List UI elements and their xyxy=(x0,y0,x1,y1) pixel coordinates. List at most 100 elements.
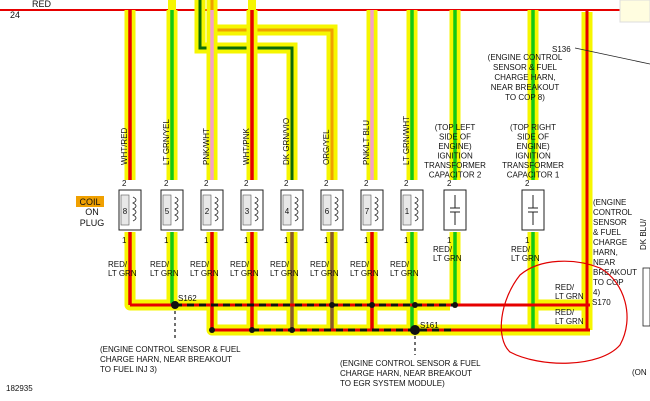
figure-id: 182935 xyxy=(6,384,33,393)
right-wire-label-lower-line: RED/ xyxy=(555,308,575,317)
coil-number-box xyxy=(362,194,372,226)
wire-color-label-5: DK GRN/VIO xyxy=(282,118,291,165)
coil-wire-color-1-line: RED/ xyxy=(390,260,410,269)
right-wire-label-upper-line: LT GRN xyxy=(555,292,584,301)
wire-color-label-2: LT GRN/YEL xyxy=(162,119,171,165)
wire-color-label-4: WHT/PNK xyxy=(242,127,251,165)
splice-s170-desc-line: 4) xyxy=(593,288,600,297)
coil-number-box xyxy=(322,194,332,226)
wire-color-label-6: ORG/YEL xyxy=(322,129,331,165)
splice-s170-desc-line: SENSOR xyxy=(593,218,627,227)
capacitor-title-2-line: TRANSFORMER xyxy=(424,161,486,170)
dkgrn-route xyxy=(198,0,294,180)
coil-wire-color-6-line: RED/ xyxy=(310,260,330,269)
splice-s170-desc-line: CONTROL xyxy=(593,208,633,217)
splice-dot xyxy=(412,302,418,308)
splice-dot xyxy=(289,327,295,333)
coil-wire-color-4-line: RED/ xyxy=(270,260,290,269)
splice-s170-desc-line: & FUEL xyxy=(593,228,622,237)
cap-wire-color-1-line: LT GRN xyxy=(511,254,540,263)
coil-winding-icon xyxy=(414,196,419,222)
coil-pin-bottom-4: 1 xyxy=(284,236,289,245)
splice-s161-desc-line: TO EGR SYSTEM MODULE) xyxy=(340,379,445,388)
right-edge-bottom-text: (ON xyxy=(632,368,647,377)
coil-wire-color-3-line: RED/ xyxy=(230,260,250,269)
plug-label: PLUG xyxy=(80,218,105,228)
cap-wire-color-1-line: RED/ xyxy=(511,245,531,254)
splice-s170-desc-line: CHARGE xyxy=(593,238,627,247)
coil-number-7: 7 xyxy=(365,207,370,216)
corner-note xyxy=(619,0,650,23)
coil-number-box xyxy=(162,194,172,226)
page-number: 24 xyxy=(10,10,20,20)
capacitor-connector-2 xyxy=(443,189,467,231)
coil-wire-color-4: RED/LT GRN xyxy=(270,260,299,278)
coil-number-8: 8 xyxy=(123,207,128,216)
splice-s170-desc-line: NEAR xyxy=(593,258,615,267)
splice-s170-desc-line: TO COP xyxy=(593,278,624,287)
capacitor-title-1-line: (TOP RIGHT xyxy=(510,123,556,132)
coil-number-4: 4 xyxy=(285,207,290,216)
coil-number-box xyxy=(202,194,212,226)
coil-number-box xyxy=(402,194,412,226)
coil-winding-icon xyxy=(132,196,137,222)
wire-color-label-8: LT GRN/WHT xyxy=(402,116,411,165)
coil-wire-color-4-line: LT GRN xyxy=(270,269,299,278)
on-label: ON xyxy=(85,207,99,217)
coil-wire-color-3-line: LT GRN xyxy=(230,269,259,278)
right-wire-label-lower: RED/LT GRN xyxy=(555,308,584,326)
splice-s136-desc-line: TO COP 8) xyxy=(505,93,545,102)
coil-wire-color-3: RED/LT GRN xyxy=(230,260,259,278)
splice-s136-desc-line: SENSOR & FUEL xyxy=(493,63,558,72)
red-annotation-circle xyxy=(500,260,628,364)
coil-number-5: 5 xyxy=(165,207,170,216)
coil-pin-bottom-5: 1 xyxy=(164,236,169,245)
s136-leader xyxy=(574,47,650,65)
splice-dot xyxy=(329,302,335,308)
right-wire-label-upper-line: RED/ xyxy=(555,283,575,292)
coil-label-highlight xyxy=(76,196,104,207)
capacitor-icon xyxy=(450,195,460,225)
coil-pin-top-2: 2 xyxy=(204,179,209,188)
coil-wire-color-7-line: LT GRN xyxy=(350,269,379,278)
coil-wire-color-5-line: LT GRN xyxy=(150,269,179,278)
right-wire-label-upper: RED/LT GRN xyxy=(555,283,584,301)
coil-wire-color-1-line: LT GRN xyxy=(390,269,419,278)
coil-number-2: 2 xyxy=(205,207,210,216)
coil-wire-color-6: RED/LT GRN xyxy=(310,260,339,278)
coil-number-box xyxy=(242,194,252,226)
splice-s162-desc-line: CHARGE HARN, NEAR BREAKOUT xyxy=(100,355,232,364)
coil-wire-color-7-line: RED/ xyxy=(350,260,370,269)
splice-s170-id: S170 xyxy=(592,298,611,307)
coil-wire-color-6-line: LT GRN xyxy=(310,269,339,278)
cap-wire-color-2-line: LT GRN xyxy=(433,254,462,263)
coil-number-box xyxy=(282,194,292,226)
coil-winding-icon xyxy=(334,196,339,222)
splice-dot xyxy=(369,302,375,308)
coil-wire-color-7: RED/LT GRN xyxy=(350,260,379,278)
coil-number-3: 3 xyxy=(245,207,250,216)
capacitor-title-1-line: IGNITION xyxy=(515,152,551,161)
wire-color-label-3: PNK/WHT xyxy=(202,128,211,165)
coil-winding-icon xyxy=(254,196,259,222)
coil-label: COIL xyxy=(79,197,100,207)
coil-pin-top-4: 2 xyxy=(284,179,289,188)
capacitor-title-2-line: IGNITION xyxy=(437,152,473,161)
splice-s162-id: S162 xyxy=(178,294,197,303)
coil-winding-icon xyxy=(374,196,379,222)
splice-s136-id: S136 xyxy=(552,45,571,54)
splice-dot xyxy=(209,327,215,333)
cap-wire-color-2-line: RED/ xyxy=(433,245,453,254)
coil-pin-bottom-6: 1 xyxy=(324,236,329,245)
cap-pin-top: 2 xyxy=(525,179,530,188)
wire-color-label-7: PNK/LT BLU xyxy=(362,120,371,165)
coil-number-1: 1 xyxy=(405,207,410,216)
splice-s161-desc-line: (ENGINE CONTROL SENSOR & FUEL xyxy=(340,359,481,368)
splice-s136-desc-line: (ENGINE CONTROL xyxy=(488,53,563,62)
